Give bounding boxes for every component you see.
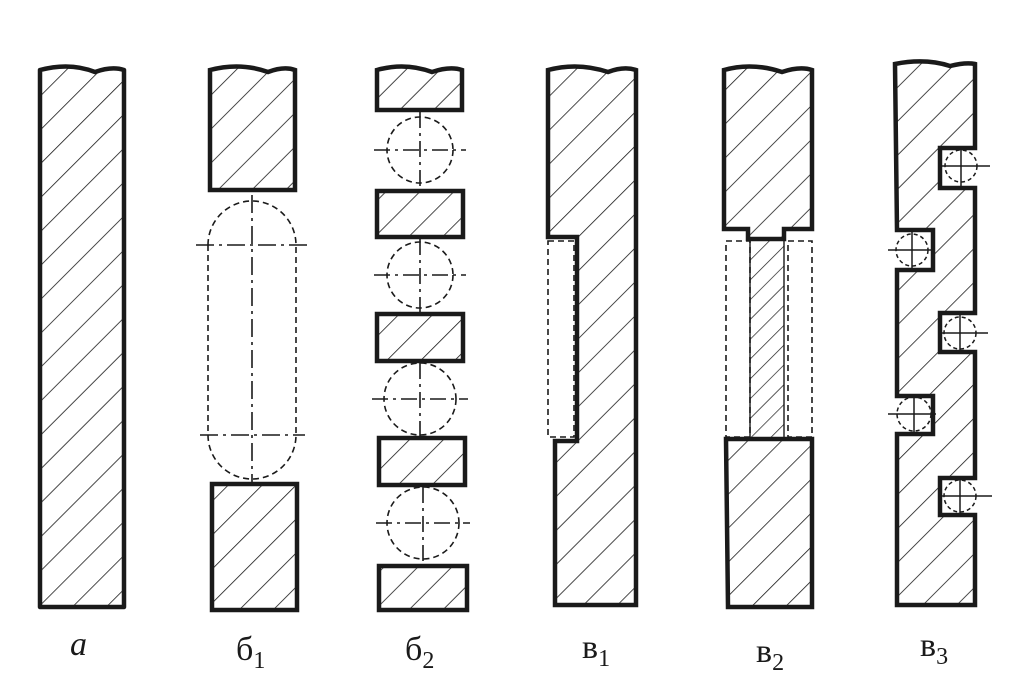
label-v3-sub: 3 bbox=[936, 644, 948, 670]
upper-block bbox=[207, 64, 298, 193]
small-hole-5 bbox=[940, 478, 992, 515]
recessed-bar bbox=[545, 64, 639, 608]
block-5 bbox=[376, 563, 470, 613]
small-hole-2 bbox=[888, 232, 934, 270]
small-hole-1 bbox=[940, 148, 990, 186]
section-a bbox=[37, 64, 127, 610]
label-v2: в2 bbox=[756, 633, 784, 676]
label-b2-base: б bbox=[405, 631, 422, 668]
hole-1 bbox=[374, 112, 466, 188]
label-v2-base: в bbox=[756, 633, 772, 670]
label-v1-base: в bbox=[582, 629, 598, 666]
insert-strip-right bbox=[787, 240, 813, 438]
label-a: а bbox=[70, 626, 87, 663]
section-b1 bbox=[196, 64, 310, 613]
block-3 bbox=[374, 311, 466, 364]
label-v3-base: в bbox=[920, 627, 936, 664]
small-hole-4 bbox=[888, 396, 936, 434]
label-b1-sub: 1 bbox=[253, 648, 265, 674]
block-4 bbox=[376, 435, 468, 488]
insert-strip bbox=[547, 240, 575, 438]
label-b1-base: б bbox=[236, 631, 253, 668]
hole-2 bbox=[374, 239, 466, 312]
label-b1: б1 bbox=[236, 631, 265, 674]
label-b2-sub: 2 bbox=[422, 648, 434, 674]
label-b2: б2 bbox=[405, 631, 434, 674]
insert-strip-left bbox=[725, 240, 751, 438]
label-v2-sub: 2 bbox=[772, 650, 784, 676]
hole-4 bbox=[376, 486, 470, 564]
hole-3 bbox=[372, 362, 468, 436]
block-1 bbox=[374, 64, 465, 113]
solid-bar bbox=[37, 64, 127, 610]
slot-outline bbox=[207, 200, 297, 480]
block-2 bbox=[374, 188, 466, 240]
section-v1 bbox=[545, 64, 639, 608]
small-hole-3 bbox=[940, 314, 988, 352]
label-v3: в3 bbox=[920, 627, 948, 670]
lower-block bbox=[209, 481, 300, 613]
section-v3 bbox=[888, 59, 992, 608]
label-v1: в1 bbox=[582, 629, 610, 672]
middle-web bbox=[750, 239, 784, 439]
section-b2 bbox=[372, 64, 470, 613]
section-v2 bbox=[721, 64, 815, 610]
notched-bar bbox=[892, 59, 978, 608]
lower-part bbox=[723, 436, 815, 610]
label-v1-sub: 1 bbox=[598, 646, 610, 672]
upper-part bbox=[721, 64, 815, 242]
